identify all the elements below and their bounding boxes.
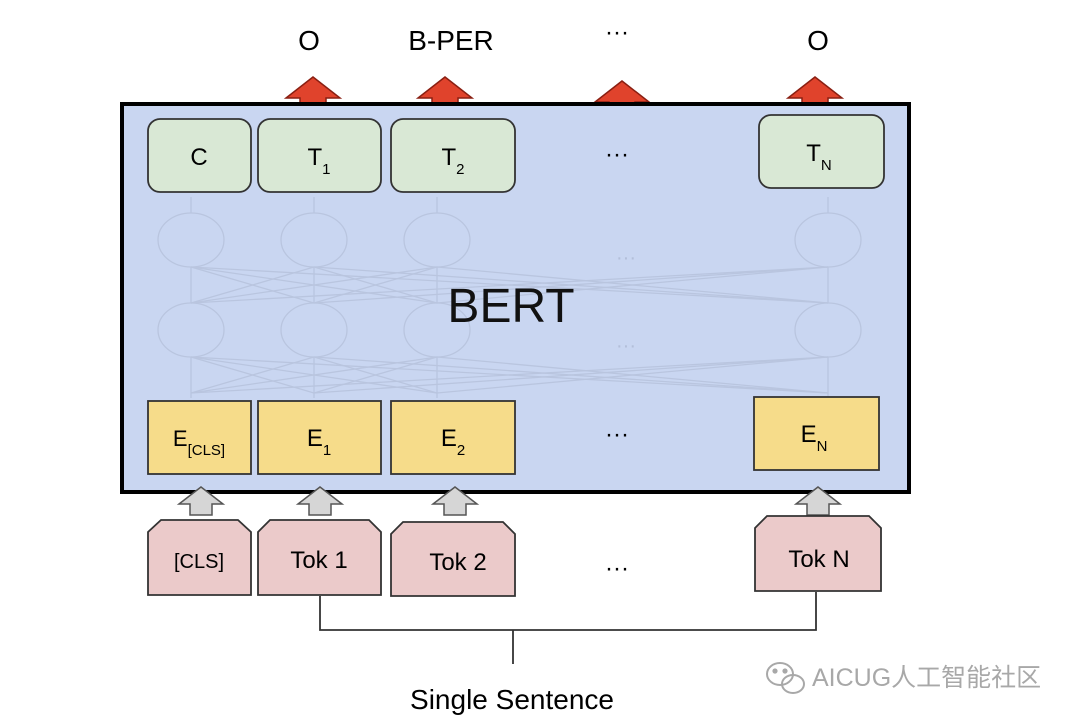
embedding-box-ellipsis: ···	[605, 421, 629, 448]
token-box-tok1-label: Tok 1	[290, 547, 347, 574]
output-box-t2: T2	[390, 118, 516, 193]
output-label-1: O	[298, 25, 320, 56]
watermark-text: AICUG人工智能社区	[812, 664, 1041, 692]
output-box-ellipsis: ···	[605, 141, 629, 168]
watermark: AICUG人工智能社区	[766, 662, 1041, 694]
embedding-box-en-label: EN	[801, 421, 828, 455]
token-box-tokn-label: Tok N	[788, 546, 849, 573]
token-box-tok1: Tok 1	[257, 519, 382, 596]
transformer-layers	[157, 197, 862, 398]
embedding-box-en: EN	[753, 396, 880, 471]
embedding-box-e1-label: E1	[307, 425, 331, 459]
bert-title: BERT	[447, 280, 574, 333]
input-sentence-label: Single Sentence	[410, 684, 614, 715]
output-label-n: O	[807, 25, 829, 56]
output-box-tn-label: TN	[806, 140, 832, 174]
output-box-t2-label: T2	[441, 144, 464, 178]
output-box-tn: TN	[758, 114, 885, 189]
sentence-bracket	[319, 592, 817, 664]
embedding-box-cls: E[CLS]	[147, 400, 252, 475]
wechat-icon	[766, 662, 805, 694]
token-box-cls: [CLS]	[147, 519, 252, 596]
token-box-cls-label: [CLS]	[174, 551, 224, 573]
embedding-box-e2: E2	[390, 400, 516, 475]
output-box-t1: T1	[257, 118, 382, 193]
output-box-c: C	[147, 118, 252, 193]
output-label-2: B-PER	[408, 25, 494, 56]
embedding-box-e2-label: E2	[441, 425, 465, 459]
embedding-box-e1: E1	[257, 400, 382, 475]
output-box-t1-label: T1	[307, 144, 330, 178]
embedding-box-cls-label: E[CLS]	[173, 426, 225, 459]
token-box-tok2: Tok 2	[390, 521, 516, 597]
output-label-ellipsis: ···	[605, 19, 629, 46]
token-ellipsis: ···	[605, 555, 629, 582]
layer-ellipsis-upper: ···	[616, 247, 636, 269]
token-box-tok2-label: Tok 2	[429, 549, 486, 576]
output-box-c-label: C	[190, 144, 207, 171]
layer-ellipsis-lower: ···	[616, 335, 636, 357]
token-box-tokn: Tok N	[754, 515, 882, 592]
